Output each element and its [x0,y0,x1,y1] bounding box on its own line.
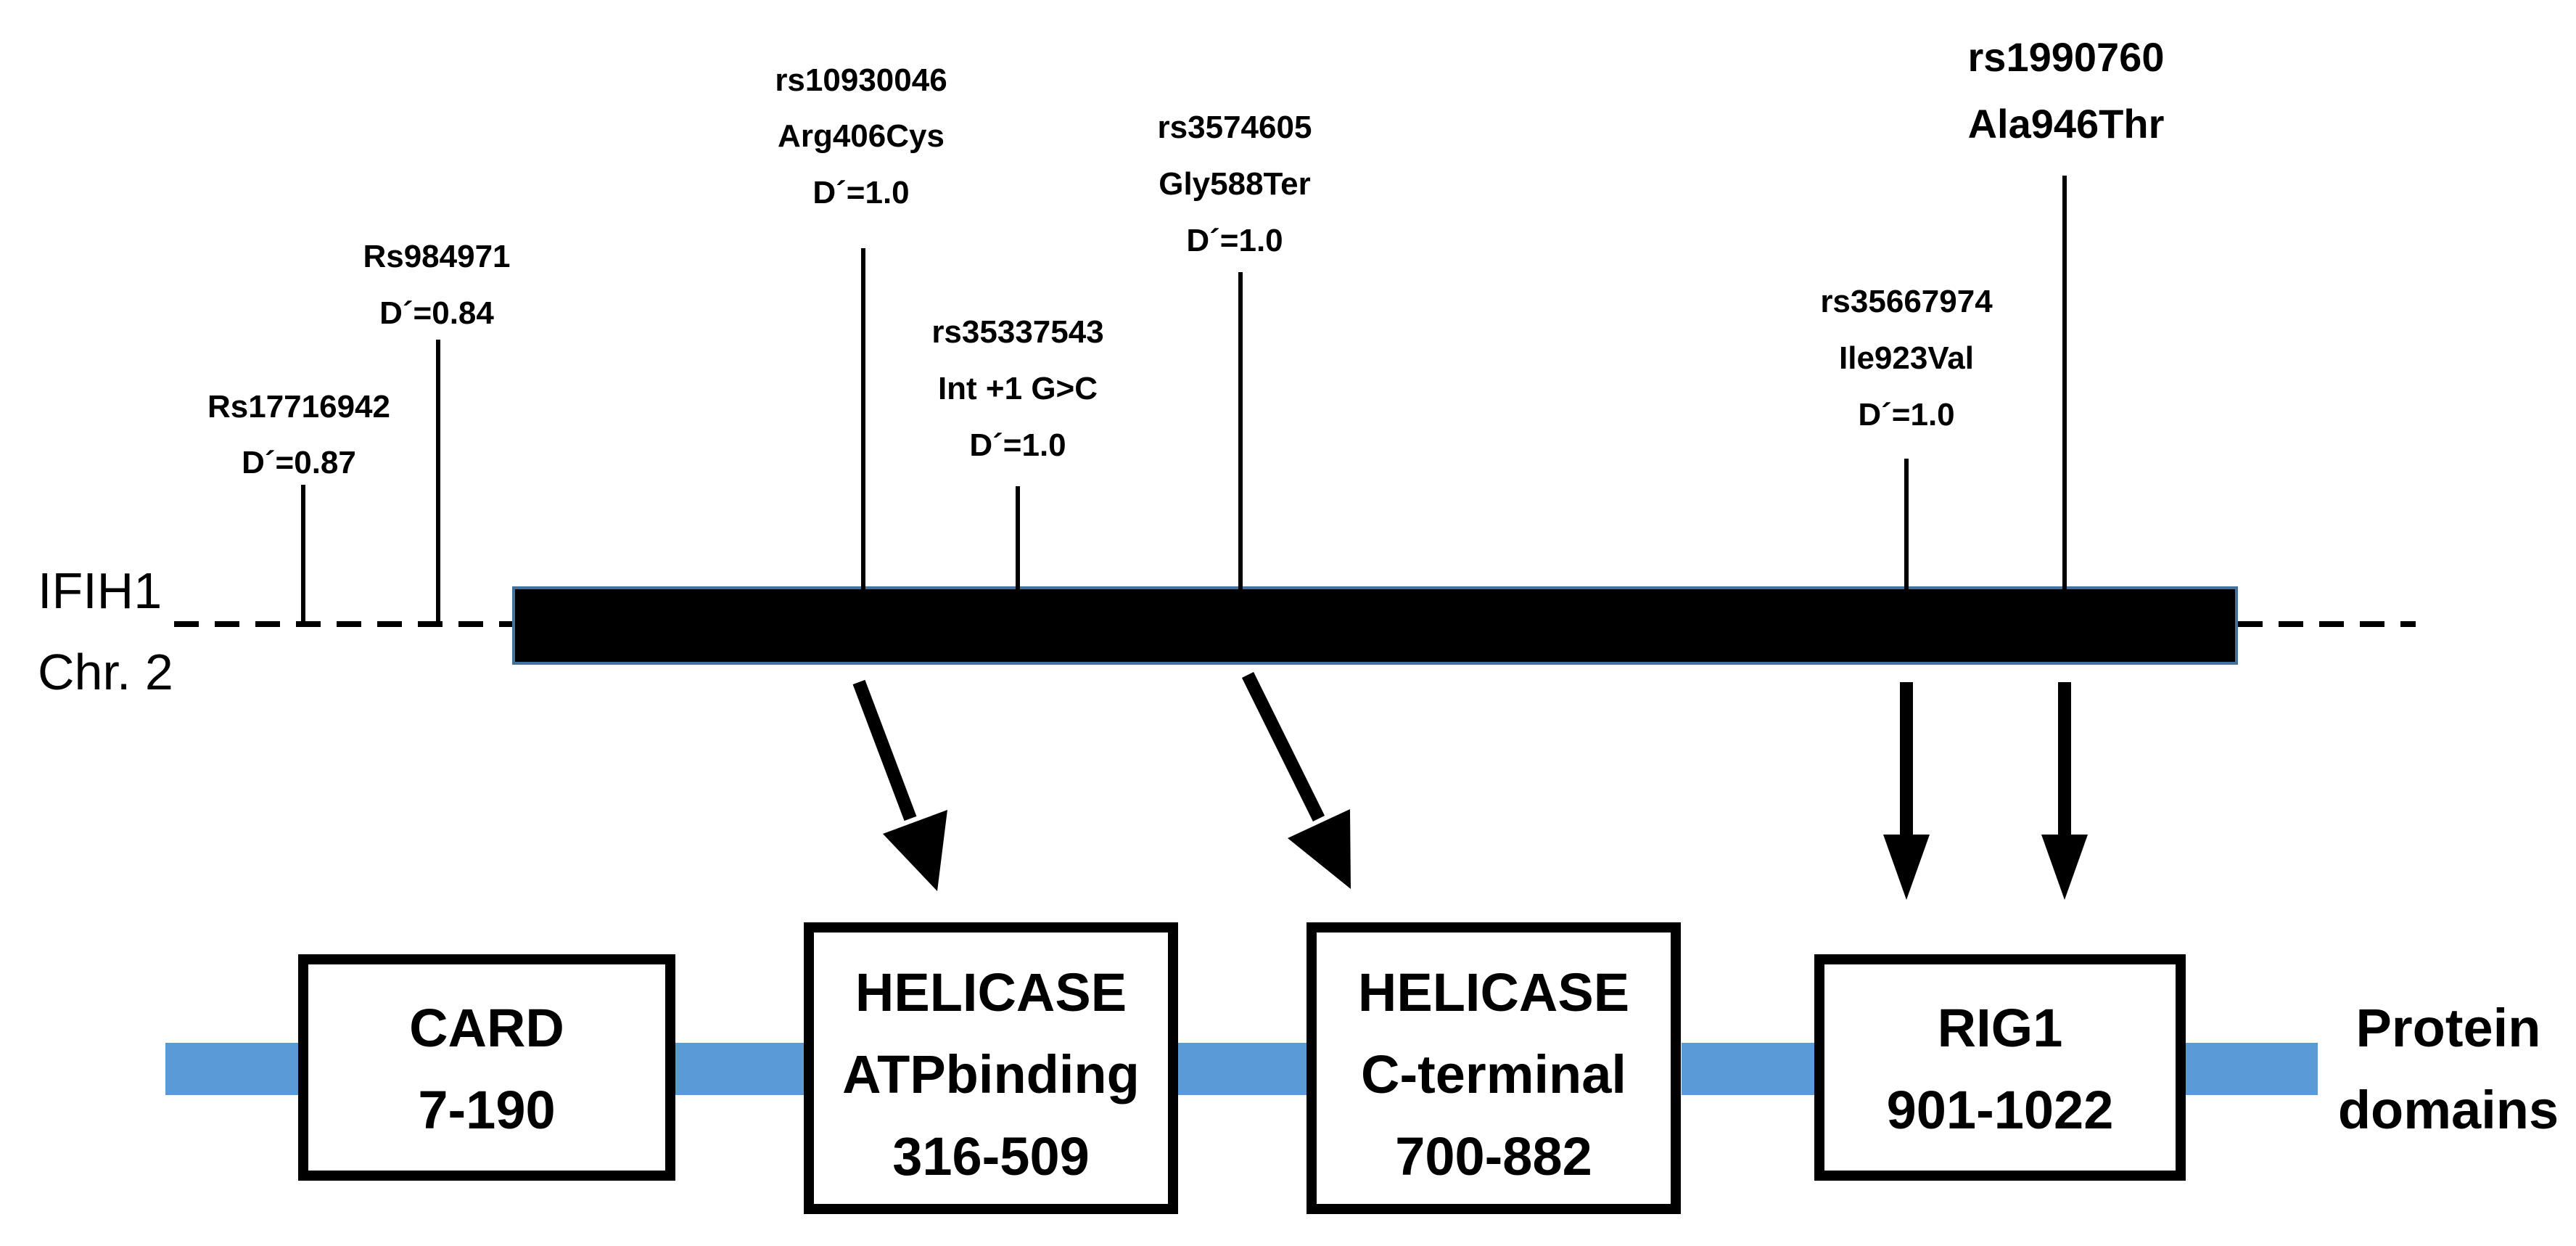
snp-ld: D´=1.0 [969,427,1066,463]
chromosome-label: Chr. 2 [38,644,173,700]
snp-id: rs1990760 [1968,34,2165,80]
gene-bar [512,586,2238,665]
snp-labels: Rs17716942 D´=0.87 Rs984971 D´=0.84 rs10… [207,34,2164,480]
domain-name: HELICASE [855,962,1127,1022]
snp-id: rs35667974 [1820,284,1993,319]
snp-ld: D´=0.87 [242,445,356,480]
backbone-segment [2180,1043,2318,1095]
arrow-to-rig1-a [1883,682,1930,900]
domain-name: HELICASE [1358,962,1629,1022]
snp-id: Rs17716942 [207,389,390,425]
snp-id: Rs984971 [363,239,510,274]
domain-rig1: RIG1 901-1022 [1814,954,2186,1181]
backbone-segment [1174,1043,1312,1095]
gene-name: IFIH1 [38,562,162,619]
snp-change: Arg406Cys [778,118,945,154]
snp-ld: D´=1.0 [1858,397,1954,433]
snp-label-rs984971: Rs984971 D´=0.84 [363,239,510,331]
snp-stems [301,176,2067,624]
domain-range: 7-190 [418,1080,555,1140]
snp-change: Ala946Thr [1968,101,2165,147]
domain-helicase-ct: HELICASE C-terminal 700-882 [1306,922,1681,1214]
snp-label-rs35337543: rs35337543 Int +1 G>C D´=1.0 [931,314,1103,463]
protein-backbone [165,1043,2318,1095]
arrow-to-rig1-b [2041,682,2088,900]
snp-change: Int +1 G>C [938,371,1098,406]
domain-name: CARD [409,998,564,1058]
snp-ld: D´=1.0 [812,175,909,210]
snp-label-rs1990760: rs1990760 Ala946Thr [1968,34,2165,147]
backbone-segment [671,1043,809,1095]
protein-label-line1: Protein [2356,998,2541,1058]
snp-ld: D´=0.84 [379,295,494,331]
domain-subname: C-terminal [1361,1044,1626,1104]
domain-arrows [852,672,2088,900]
domain-name: RIG1 [1938,998,2063,1058]
snp-label-rs10930046: rs10930046 Arg406Cys D´=1.0 [775,62,947,210]
arrow-to-helicase-ct [1241,672,1351,889]
snp-id: rs35337543 [931,314,1103,350]
arrow-to-helicase-atp [852,679,947,891]
chromosome-line [174,586,2416,665]
domain-range: 700-882 [1395,1126,1592,1186]
domain-card: CARD 7-190 [298,954,675,1181]
protein-domains-label: Protein domains [2338,998,2559,1140]
domain-range: 316-509 [892,1126,1090,1186]
domain-subname: ATPbinding [842,1044,1140,1104]
domain-range: 901-1022 [1887,1080,2114,1140]
snp-label-rs17716942: Rs17716942 D´=0.87 [207,389,390,480]
snp-change: Gly588Ter [1159,166,1311,202]
backbone-segment [165,1043,303,1095]
protein-label-line2: domains [2338,1080,2559,1140]
snp-label-rs3574605: rs3574605 Gly588Ter D´=1.0 [1158,110,1312,258]
snp-label-rs35667974: rs35667974 Ile923Val D´=1.0 [1820,284,1993,433]
snp-id: rs3574605 [1158,110,1312,145]
gene-label: IFIH1 Chr. 2 [38,562,173,700]
snp-ld: D´=1.0 [1186,223,1283,258]
snp-id: rs10930046 [775,62,947,98]
domain-helicase-atp: HELICASE ATPbinding 316-509 [804,922,1178,1214]
snp-change: Ile923Val [1839,340,1974,376]
backbone-segment [1682,1043,1819,1095]
domain-boxes: CARD 7-190 HELICASE ATPbinding 316-509 H… [298,922,2186,1214]
